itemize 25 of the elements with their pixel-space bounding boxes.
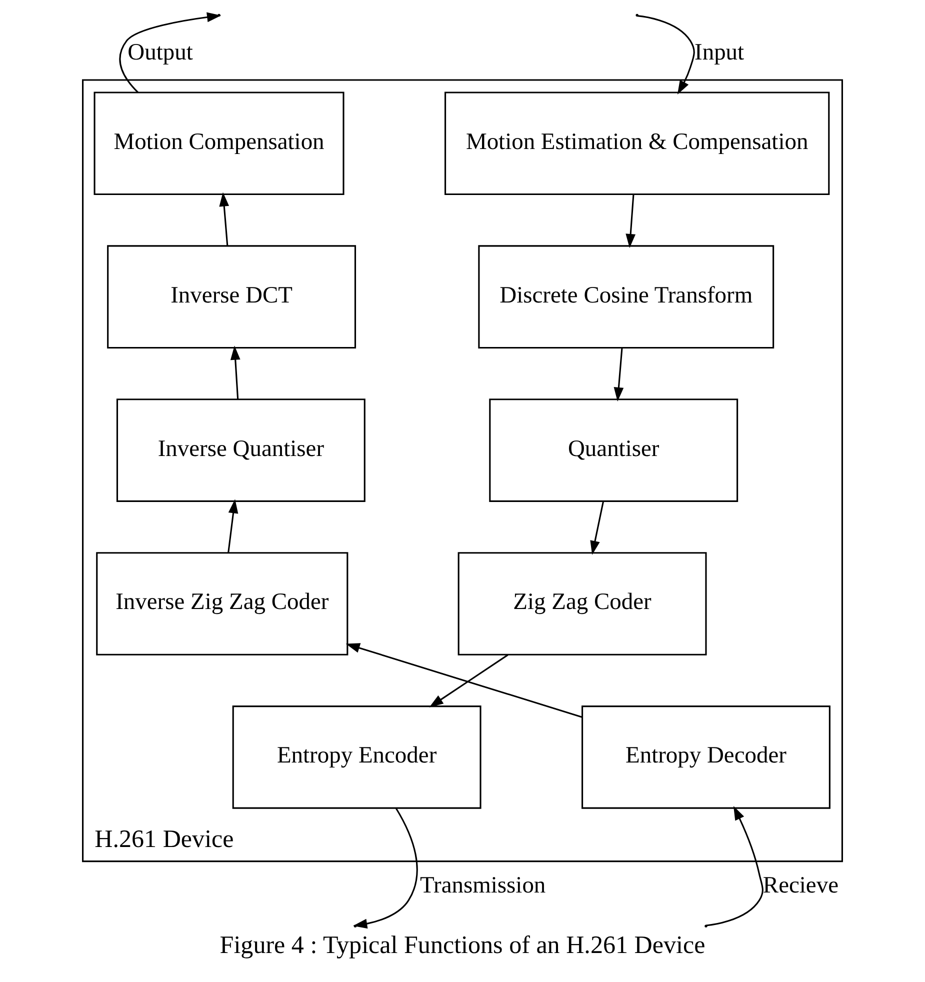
arrow <box>230 346 240 400</box>
arrow <box>346 643 582 718</box>
arrow <box>429 654 508 708</box>
node-box: Entropy Decoder <box>582 706 830 809</box>
edge-label: Input <box>694 40 744 66</box>
arrow <box>626 194 636 248</box>
node-box: Inverse Quantiser <box>116 398 366 502</box>
edge-label: Recieve <box>762 872 839 899</box>
arrow <box>637 15 695 95</box>
node-box: Zig Zag Coder <box>458 552 707 656</box>
arrow <box>706 806 764 926</box>
node-box: Discrete Cosine Transform <box>478 245 774 349</box>
node-box: Inverse DCT <box>107 245 356 349</box>
node-box: Entropy Encoder <box>232 706 482 809</box>
edge-label: Transmission <box>420 872 546 899</box>
arrow <box>219 192 230 246</box>
caption: Figure 4 : Typical Functions of an H.261 Device <box>220 932 706 959</box>
node-box: Motion Estimation & Compensation <box>444 92 830 196</box>
node-box: Motion Compensation <box>94 92 344 196</box>
node-box: Quantiser <box>489 398 738 502</box>
arrow <box>614 348 624 402</box>
edge-label: Output <box>128 40 193 66</box>
arrow <box>590 501 604 555</box>
node-box: Inverse Zig Zag Coder <box>96 552 348 656</box>
arrow <box>228 499 238 553</box>
